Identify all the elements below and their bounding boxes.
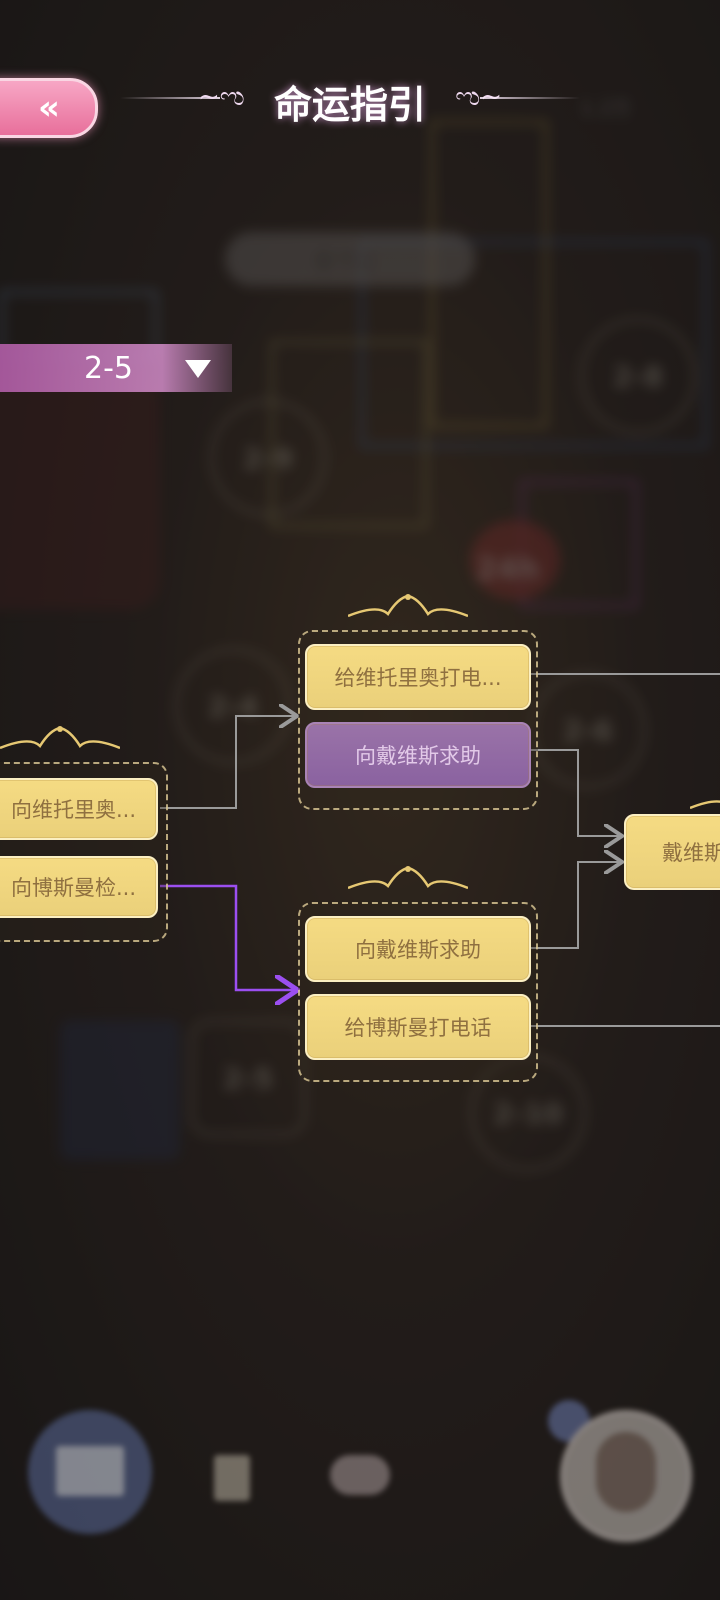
choice-option[interactable]: 给维托里奥打电... [305, 644, 531, 710]
book-icon[interactable] [28, 1410, 152, 1534]
connector-line [160, 716, 295, 809]
crown-ornament-icon [690, 800, 720, 810]
triangle-down-icon [185, 360, 211, 378]
connector-line-active [160, 884, 295, 990]
flower-icon[interactable] [330, 1455, 390, 1495]
chapter-label: 2-5 [84, 350, 133, 386]
page-title: 命运指引 [273, 83, 426, 127]
crown-ornament-icon [0, 726, 120, 750]
connector-line [526, 749, 620, 836]
bg-chapter-dropdown: 章节2 [312, 248, 376, 276]
avatar-icon[interactable] [560, 1410, 692, 1542]
title-bar: ~ಌ 命运指引 ಌ~ [120, 70, 580, 127]
crown-ornament-icon [348, 866, 468, 890]
chapter-selector[interactable]: 2-5 [0, 344, 232, 392]
choice-option[interactable]: 向戴维斯求助 [305, 916, 531, 982]
back-button[interactable]: « [0, 78, 98, 138]
card-icon[interactable] [214, 1455, 250, 1501]
title-divider-left [120, 97, 220, 99]
bg-currency: 1.2万 [580, 96, 632, 120]
result-node[interactable]: 戴维斯 [624, 814, 720, 890]
choice-option[interactable]: 向维托里奥... [0, 778, 158, 840]
connector-line [524, 862, 620, 949]
bg-sign: 24h [476, 552, 540, 587]
bg-badge: 2-9 [210, 400, 326, 516]
choice-option-selected[interactable]: 向戴维斯求助 [305, 722, 531, 788]
choice-option[interactable]: 向博斯曼检... [0, 856, 158, 918]
crown-ornament-icon [348, 594, 468, 618]
choice-option[interactable]: 给博斯曼打电话 [305, 994, 531, 1060]
swirl-ornament-icon: ~ಌ [198, 82, 245, 112]
bottom-nav [0, 1400, 720, 1600]
bg-badge: 2-8 [580, 318, 696, 434]
